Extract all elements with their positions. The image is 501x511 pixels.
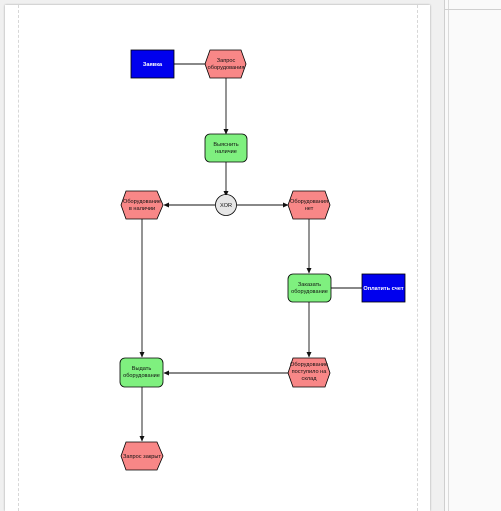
node-vyyasnit-nalichie[interactable]: Выяснить наличие (204, 133, 248, 163)
node-zapros-zakryt-label: Запрос закрыт (123, 454, 161, 460)
node-oborudovaniya-net-line1: Оборудования (290, 199, 328, 205)
node-oborudovanie-v-nalichii[interactable]: Оборудование в наличии (120, 190, 164, 220)
diagram-page (5, 5, 430, 511)
node-vydat-oborudovanie-line2: оборудование (123, 373, 160, 379)
node-vydat-oborudovanie-line1: Выдать (132, 366, 152, 372)
node-oborudovaniya-net-shape (287, 190, 331, 220)
node-zapros-oborudovaniya-line2: оборудования (208, 65, 245, 71)
node-zapros-oborudovaniya-line1: Запрос (217, 58, 236, 64)
node-zakazat-oborudovanie-shape (287, 273, 332, 303)
node-zapros-oborudovaniya-shape (204, 49, 247, 79)
page-margin-guide-left (18, 5, 19, 511)
node-zapros-zakryt-shape (120, 441, 164, 471)
node-zapros-zakryt[interactable]: Запрос закрыт (120, 441, 164, 471)
node-oborudovanie-postupilo-shape (287, 357, 331, 388)
node-oborudovanie-v-nalichii-shape (120, 190, 164, 220)
node-vyyasnit-nalichie-line1: Выяснить (213, 142, 238, 148)
side-panel (444, 0, 501, 511)
node-zakazat-oborudovanie[interactable]: Заказать оборудование (287, 273, 332, 303)
node-oborudovaniya-net[interactable]: Оборудования нет (287, 190, 331, 220)
node-oborudovanie-postupilo[interactable]: Оборудование поступило на склад (287, 357, 331, 388)
node-oborudovaniya-net-line2: нет (305, 206, 314, 212)
node-vyyasnit-nalichie-line2: наличие (215, 149, 237, 155)
node-oborudovanie-postupilo-line2: поступило на (292, 369, 328, 375)
node-zayavka-label: Заявка (143, 62, 163, 68)
node-xor[interactable]: XOR (215, 194, 237, 216)
page-margin-guide-right (417, 5, 418, 511)
node-oborudovanie-v-nalichii-line2: в наличии (129, 206, 155, 212)
panel-divider (448, 0, 449, 511)
node-oplatit-schet-label: Оплатить счет (363, 286, 404, 292)
node-vydat-oborudovanie-shape (119, 357, 164, 388)
node-zayavka[interactable]: Заявка (130, 49, 175, 79)
node-zapros-oborudovaniya[interactable]: Запрос оборудования (204, 49, 247, 79)
panel-header-line (445, 9, 501, 10)
node-zayavka-shape (130, 49, 175, 79)
node-vyyasnit-nalichie-shape (204, 133, 248, 163)
node-oplatit-schet[interactable]: Оплатить счет (361, 273, 406, 303)
node-xor-label: XOR (220, 203, 232, 209)
node-vydat-oborudovanie[interactable]: Выдать оборудование (119, 357, 164, 388)
node-xor-shape (215, 194, 237, 216)
node-oborudovanie-postupilo-line1: Оборудование (290, 362, 328, 368)
node-zakazat-oborudovanie-line2: оборудование (291, 289, 328, 295)
node-oborudovanie-v-nalichii-line1: Оборудование (123, 199, 161, 205)
node-oborudovanie-postupilo-line3: склад (302, 376, 318, 382)
node-oplatit-schet-shape (361, 273, 406, 303)
node-zakazat-oborudovanie-line1: Заказать (298, 282, 321, 288)
